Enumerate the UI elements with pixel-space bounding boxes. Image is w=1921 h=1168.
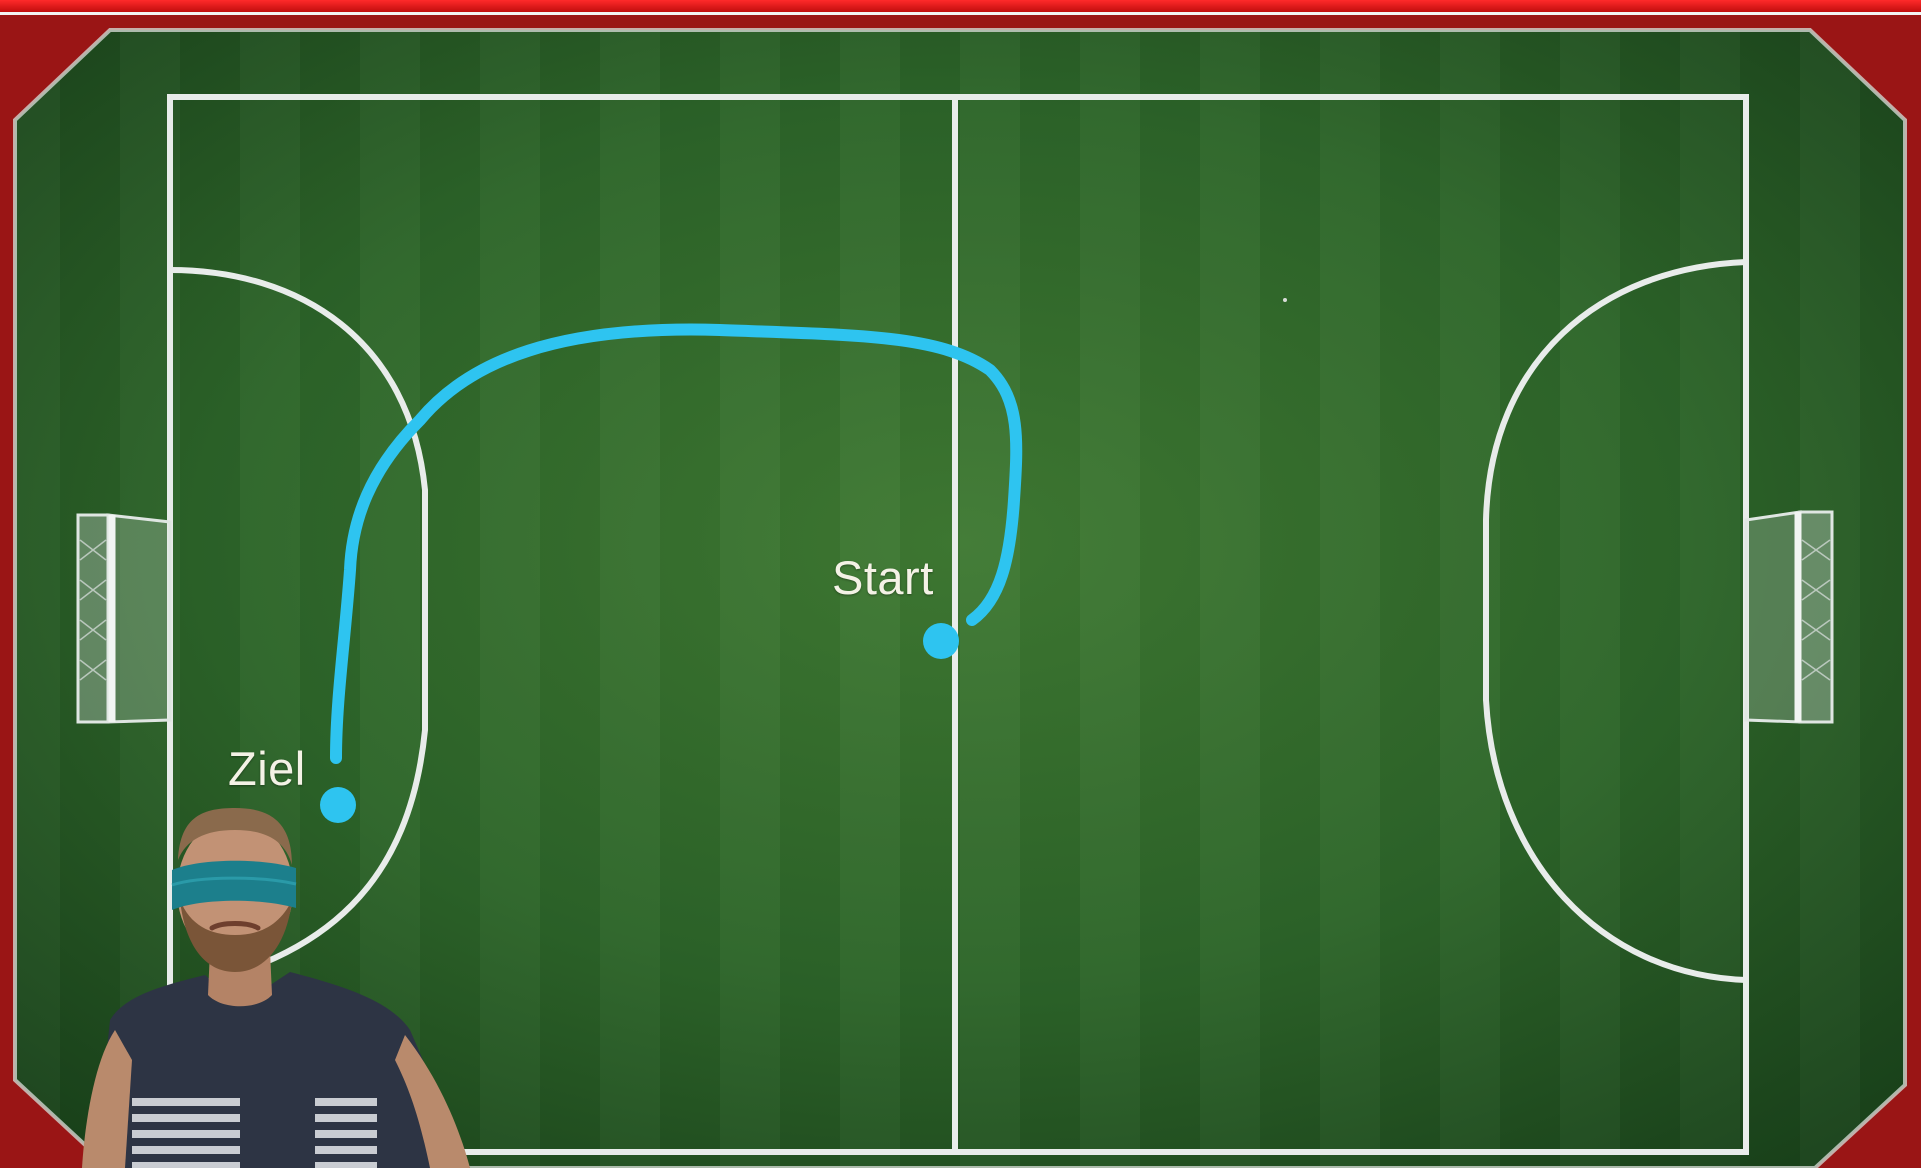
top-red-bar (0, 0, 1921, 12)
goal-right (1746, 512, 1832, 722)
start-label: Start (832, 550, 934, 605)
goal-left (78, 515, 170, 722)
goal-label: Ziel (228, 741, 306, 796)
centre-spot (1283, 298, 1287, 302)
start-marker-icon (923, 623, 959, 659)
goal-marker-icon (320, 787, 356, 823)
